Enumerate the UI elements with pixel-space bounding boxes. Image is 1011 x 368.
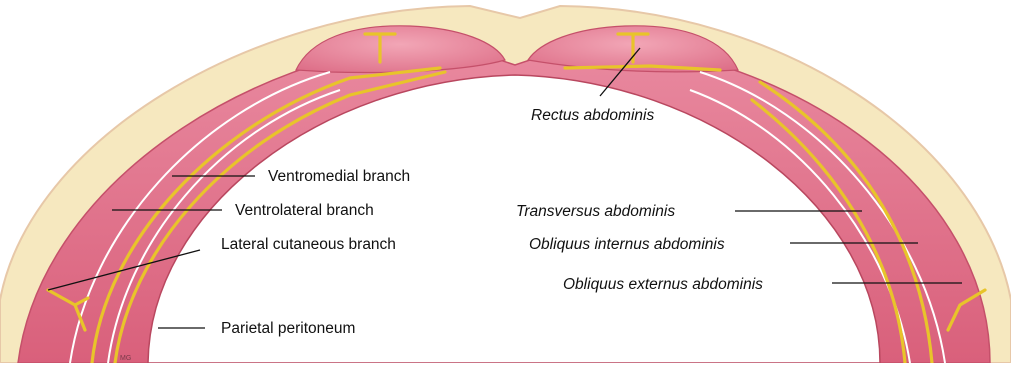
artist-signature: MG bbox=[120, 355, 131, 362]
label-ventromedial-branch: Ventromedial branch bbox=[268, 168, 410, 185]
label-lateral-cutaneous-branch: Lateral cutaneous branch bbox=[221, 236, 396, 253]
label-ventrolateral-branch: Ventrolateral branch bbox=[235, 202, 374, 219]
label-transversus-abdominis: Transversus abdominis bbox=[516, 203, 675, 220]
label-obliquus-internus-abdominis: Obliquus internus abdominis bbox=[529, 236, 725, 253]
label-rectus-abdominis: Rectus abdominis bbox=[531, 107, 654, 124]
label-parietal-peritoneum: Parietal peritoneum bbox=[221, 320, 355, 337]
label-obliquus-externus-abdominis: Obliquus externus abdominis bbox=[563, 276, 763, 293]
